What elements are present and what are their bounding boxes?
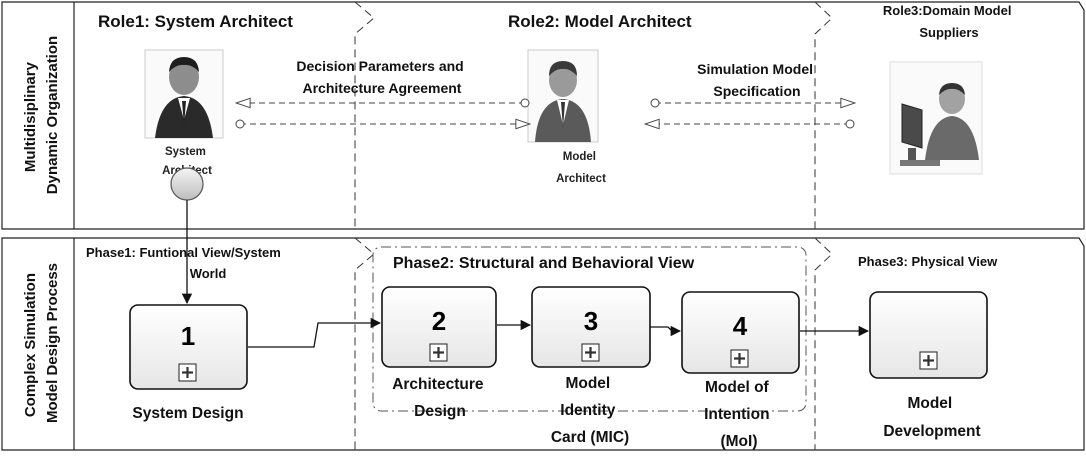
role3-title: Role3:Domain Model Suppliers [883, 3, 1015, 40]
lane-label-process: Complex Simulation Model Design Process [22, 263, 61, 423]
message-decision-parameters: Decision Parameters and Architecture Agr… [296, 58, 467, 96]
plus-square-icon[interactable] [429, 343, 448, 362]
phase3-title: Phase3: Physical View [858, 254, 998, 269]
task-model-development[interactable] [869, 291, 988, 379]
task-number: 2 [432, 306, 446, 336]
plus-square-icon[interactable] [730, 349, 749, 368]
businessman-suit-icon [527, 49, 599, 143]
start-event-circle-icon[interactable] [170, 167, 204, 201]
plus-square-icon[interactable] [178, 363, 197, 382]
businessman-icon [144, 49, 224, 139]
phase2-title: Phase2: Structural and Behavioral View [393, 255, 695, 272]
phase2-group [372, 246, 807, 412]
task-number: 1 [181, 321, 195, 351]
message-simulation-model-spec: Simulation Model Specification [697, 61, 817, 99]
task-caption: Model Development [883, 395, 980, 440]
task-model-identity-card[interactable]: 3 [531, 286, 651, 368]
task-caption: Architecture Design [392, 376, 488, 420]
plus-square-icon[interactable] [581, 343, 600, 362]
task-caption: Model of Intention (MoI) [704, 379, 774, 450]
task-number: 4 [733, 311, 748, 341]
message-flows [236, 103, 855, 124]
task-system-design[interactable]: 1 [129, 304, 248, 390]
task-model-of-intention[interactable]: 4 [681, 291, 800, 374]
task-architecture-design[interactable]: 2 [381, 286, 497, 368]
pool-process [1, 237, 1085, 451]
phase1-title: Phase1: Funtional View/System World [86, 245, 284, 281]
role1-title: Role1: System Architect [98, 12, 293, 31]
pool-organization [1, 1, 1085, 230]
role2-caption: Model Architect [556, 151, 606, 185]
task-caption: Model Identity Card (MIC) [551, 375, 629, 446]
supplier-at-computer-icon [889, 61, 983, 175]
role2-title: Role2: Model Architect [508, 12, 692, 31]
task-caption: System Design [132, 405, 243, 422]
sequence-flows [181, 200, 870, 348]
task-number: 3 [584, 306, 598, 336]
lane-label-organization: Multidisiplinary Dynamic Organization [22, 36, 61, 194]
plus-square-icon[interactable] [919, 351, 938, 370]
